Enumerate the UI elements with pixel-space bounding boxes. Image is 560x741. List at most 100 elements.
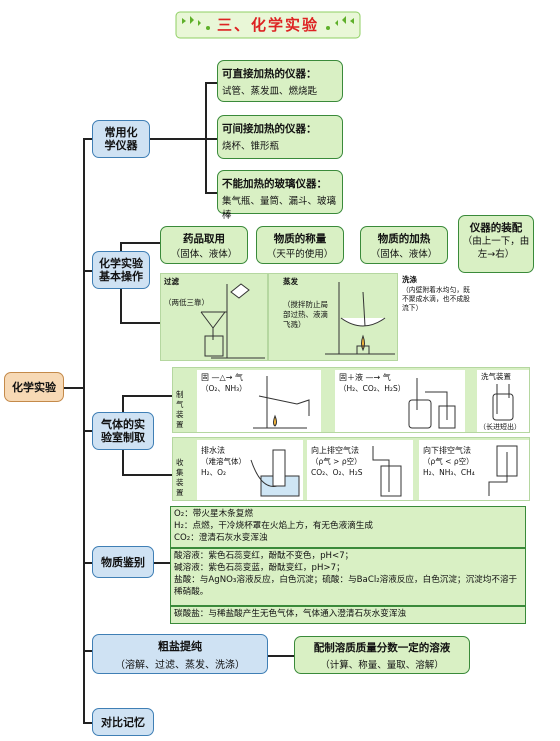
solid-liquid-apparatus-icon: [408, 378, 456, 429]
salt-acid-line: 盐酸：与AgNO₃溶液反应，白色沉淀；硫酸：与BaCl₂溶液反应，白色沉淀；沉淀…: [174, 575, 518, 597]
wash-bottle-panel: 洗气装置 （长进短出）: [477, 370, 529, 432]
sec4-connector: [83, 562, 92, 564]
identify-gases: O₂：带火星木条复燃 H₂：点燃，干冷烧杯罩在火焰上方，有无色液滴生成 CO₂：…: [170, 506, 526, 548]
sec1-item-2: 不能加热的玻璃仪器： 集气瓶、量筒、漏斗、玻璃棒: [217, 170, 343, 221]
sec1-connector: [83, 138, 92, 140]
sec1-item-0: 可直接加热的仪器： 试管、蒸发皿、燃烧匙: [217, 60, 343, 102]
sec2-branch-bottom: [120, 322, 160, 324]
collect2-gases: CO₂、O₂、H₂S: [311, 468, 363, 477]
sec2-item-3-title: 仪器的装配: [469, 222, 523, 234]
sec6-node: 对比记忆: [92, 708, 154, 736]
collect1-panel: 排水法 （难溶气体） H₂、O₂: [197, 440, 303, 500]
wash-bottle-icon: [492, 384, 514, 421]
collect3-gases: H₂、NH₃、CH₄: [423, 468, 475, 477]
sec1-item-2-title: 不能加热的玻璃仪器：: [222, 178, 327, 190]
solution-prep-sub: （计算、称量、量取、溶解）: [320, 660, 444, 671]
sec1-item-1-title: 可间接加热的仪器：: [222, 123, 317, 135]
evap-title: 蒸发: [283, 277, 298, 286]
sec3-node: 气体的实验室制取: [92, 412, 154, 450]
identify-acid-base: 酸溶液：紫色石蕊变红，酚酞不变色，pH<7； 碱溶液：紫色石蕊变蓝，酚酞变红，p…: [170, 548, 526, 606]
prep1-text: 固 —△→ 气: [201, 373, 243, 382]
collect3-note: （ρ气 < ρ空）: [423, 457, 474, 466]
sec6-connector: [83, 722, 92, 724]
banner-decor: [175, 11, 361, 39]
sec5-branch: [268, 655, 294, 657]
sec1-node: 常用化学仪器: [92, 120, 150, 158]
prep-row: 制气装置 固 —△→ 气 （O₂、NH₃） 固＋液 —→ 气 （H₂、CO₂、H…: [172, 367, 530, 433]
prep2-text: 固＋液 —→ 气: [339, 373, 391, 382]
sec2-item-3: 仪器的装配 （由上一下，由左→右）: [458, 215, 534, 273]
sec2-label: 化学实验基本操作: [99, 257, 143, 283]
sec1-branch-h: [150, 138, 205, 140]
wash-bottle-label: 洗气装置: [481, 372, 511, 381]
banner-title: 三、化学实验: [216, 16, 319, 34]
sec2-item-0-body: （固体、液体）: [170, 249, 238, 260]
sec2-item-1-title: 物质的称量: [273, 233, 327, 245]
sec2-connector: [83, 270, 92, 272]
sec1-item-0-body: 试管、蒸发皿、燃烧匙: [222, 86, 318, 97]
collect3-title: 向下排空气法: [423, 446, 471, 455]
sec1-item-2-body: 集气瓶、量筒、漏斗、玻璃棒: [222, 196, 337, 221]
sec5-node: 粗盐提纯 （溶解、过滤、蒸发、洗涤）: [92, 634, 268, 674]
evaporation-apparatus-icon: [325, 282, 395, 355]
sec2-item-0: 药品取用 （固体、液体）: [160, 226, 248, 264]
sec3-branch-top: [122, 395, 172, 397]
prep2-sub: （H₂、CO₂、H₂S）: [339, 384, 406, 393]
sec5-label: 粗盐提纯: [158, 639, 202, 653]
sec1-item-1-body: 烧杯、锥形瓶: [222, 141, 280, 152]
sec1-branch-b: [205, 138, 217, 140]
acid-line: 酸溶液：紫色石蕊变红，酚酞不变色，pH<7；: [174, 551, 354, 561]
sec2-item-3-body: （由上一下，由左→右）: [462, 236, 530, 260]
solution-prep-box: 配制溶质质量分数一定的溶液 （计算、称量、量取、溶解）: [294, 636, 470, 674]
base-line: 碱溶液：紫色石蕊变蓝，酚酞变红，pH>7；: [174, 563, 345, 573]
sec1-branch-c: [205, 192, 217, 194]
filter-picture: 过滤 （两低三靠）: [160, 273, 268, 361]
sec2-item-0-title: 药品取用: [183, 233, 225, 245]
collect1-title: 排水法: [201, 446, 225, 455]
washing-picture: 洗涤 （内壁附着水均匀，既不聚成水滴，也不成股流下）: [398, 273, 472, 319]
sec1-item-1: 可间接加热的仪器： 烧杯、锥形瓶: [217, 115, 343, 159]
prep1-panel: 固 —△→ 气 （O₂、NH₃）: [197, 370, 321, 432]
collect2-panel: 向上排空气法 （ρ气 > ρ空） CO₂、O₂、H₂S: [307, 440, 413, 500]
wash-title: 洗涤: [402, 275, 417, 284]
carbonate-line: 碳酸盐：与稀盐酸产生无色气体，气体通入澄清石灰水变浑浊: [174, 609, 407, 619]
solution-prep-title: 配制溶质质量分数一定的溶液: [313, 642, 451, 654]
root-connector: [63, 387, 83, 389]
prep1-sub: （O₂、NH₃）: [201, 384, 247, 393]
downward-air-icon: [488, 445, 518, 496]
sec4-label: 物质鉴别: [101, 556, 145, 569]
collect1-gases: H₂、O₂: [201, 468, 227, 477]
collect2-title: 向上排空气法: [311, 446, 359, 455]
collect-label: 收集装置: [176, 458, 184, 497]
solid-heating-apparatus-icon: [253, 376, 310, 429]
sec2-branch-top: [120, 242, 160, 244]
identify-carbonate: 碳酸盐：与稀盐酸产生无色气体，气体通入澄清石灰水变浑浊: [170, 606, 526, 624]
collect3-panel: 向下排空气法 （ρ气 < ρ空） H₂、NH₃、CH₄: [419, 440, 529, 500]
sec3-branch-bottom: [122, 474, 172, 476]
sec6-label: 对比记忆: [101, 716, 145, 729]
gas-co2: CO₂：澄清石灰水变浑浊: [174, 533, 268, 543]
sec4-branch: [154, 562, 170, 564]
gas-o2: O₂：带火星木条复燃: [174, 509, 253, 519]
filter-title: 过滤: [164, 277, 179, 286]
filter-note: （两低三靠）: [164, 298, 209, 307]
wash-note: （内壁附着水均匀，既不聚成水滴，也不成股流下）: [402, 286, 470, 312]
sec4-node: 物质鉴别: [92, 546, 154, 578]
collect-row: 收集装置 排水法 （难溶气体） H₂、O₂ 向上排空气法 （ρ气 > ρ空） C…: [172, 437, 530, 501]
wash-bottle-note: （长进短出）: [479, 423, 521, 431]
sec1-label: 常用化学仪器: [104, 126, 138, 152]
sec3-label: 气体的实验室制取: [101, 418, 145, 444]
sec2-node: 化学实验基本操作: [92, 251, 150, 289]
filter-apparatus-icon: [200, 283, 265, 359]
evaporation-picture: 蒸发 （搅拌防止局部过热、液滴飞溅）: [268, 273, 398, 361]
sec2-item-2-body: （固体、液体）: [370, 249, 438, 260]
sec2-item-2-title: 物质的加热: [377, 233, 431, 245]
sec2-item-1: 物质的称量 （天平的使用）: [256, 226, 344, 264]
collect2-note: （ρ气 > ρ空）: [311, 457, 362, 466]
gas-h2: H₂：点燃，干冷烧杯罩在火焰上方，有无色液滴生成: [174, 521, 373, 531]
sec2-item-2: 物质的加热 （固体、液体）: [360, 226, 448, 264]
root-label: 化学实验: [12, 381, 56, 394]
upward-air-icon: [372, 446, 402, 497]
sec3-connector: [83, 430, 92, 432]
sec1-branch-a: [205, 82, 217, 84]
